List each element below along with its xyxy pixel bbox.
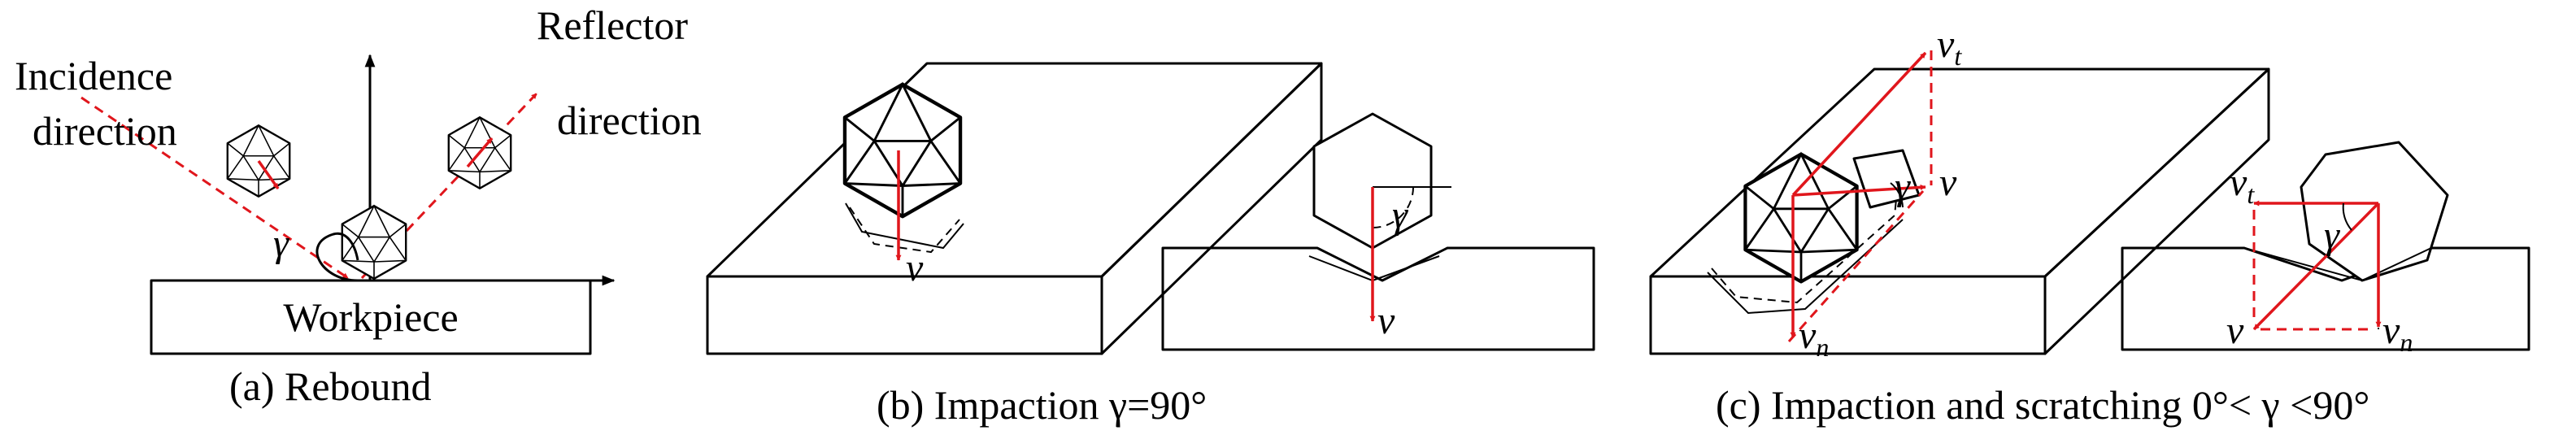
normal-label-c1: vn — [1799, 314, 1829, 362]
crater-outline-b — [845, 202, 964, 250]
incidence-label-line2: direction — [33, 108, 177, 154]
angle-arc-c2 — [2342, 202, 2352, 231]
angle-symbol-c1: γ — [1895, 165, 1911, 208]
angle-symbol-a: γ — [273, 222, 289, 265]
section-c — [2121, 246, 2530, 351]
incidence-label-line1: Incidence — [15, 53, 172, 98]
panel-a-rebound: Workpiece γ Incidence direction Reflecto… — [15, 2, 702, 409]
velocity-label-b2: v — [1377, 299, 1395, 342]
incoming-velocity — [257, 159, 280, 190]
section-b — [1161, 246, 1595, 351]
tangential-velocity-3d — [1791, 51, 1927, 197]
crater-b — [849, 207, 960, 254]
panel-b-impaction: v γ v (b) Impaction γ=90° — [706, 62, 1595, 428]
workpiece-block — [150, 279, 592, 355]
angle-symbol-c2: γ — [2324, 214, 2340, 257]
tangential-label-c1: vt — [1937, 23, 1962, 71]
incidence-path — [80, 96, 349, 280]
scratch-outline — [1707, 219, 1904, 315]
slab-side-b — [1100, 62, 1323, 355]
scratch-track-c — [2243, 247, 2432, 282]
panel-c-impaction-scratching: γ vt v vn γ vt v vn (c) Impaction and sc… — [1649, 23, 2530, 428]
vn-dashed — [1787, 190, 1925, 342]
velocity-label-b1: v — [906, 246, 924, 289]
reflector-label-line1: Reflector — [537, 2, 688, 48]
reflector-label-line2: direction — [557, 98, 702, 143]
slab-front-b — [706, 275, 1103, 355]
workpiece-label: Workpiece — [283, 294, 458, 340]
resultant-velocity-3d — [1792, 184, 1926, 197]
angle-arc-a — [315, 232, 359, 282]
angle-arc-b — [1372, 186, 1414, 228]
slab-side-c — [2043, 67, 2270, 355]
slab-front-c — [1649, 275, 2047, 355]
angle-arc-c1 — [1890, 182, 1904, 208]
tangential-label-c2: vt — [2230, 161, 2255, 209]
angle-symbol-b: γ — [1392, 194, 1408, 237]
normal-label-c2: vn — [2382, 309, 2413, 357]
panel-a-caption: (a) Rebound — [229, 363, 432, 409]
resultant-label-c2: v — [2226, 309, 2244, 352]
impact-particle-3d — [845, 85, 960, 216]
panel-c-caption: (c) Impaction and scratching 0°< γ <90° — [1716, 382, 2369, 428]
slab-top-c — [1649, 67, 2270, 278]
slab-top-b — [706, 62, 1323, 278]
resultant-label-c1: v — [1939, 161, 1957, 204]
rebound-velocity — [466, 137, 494, 168]
panel-b-caption: (b) Impaction γ=90° — [877, 382, 1207, 428]
reflection-path — [360, 92, 538, 280]
v-vector-2d — [2252, 202, 2380, 331]
